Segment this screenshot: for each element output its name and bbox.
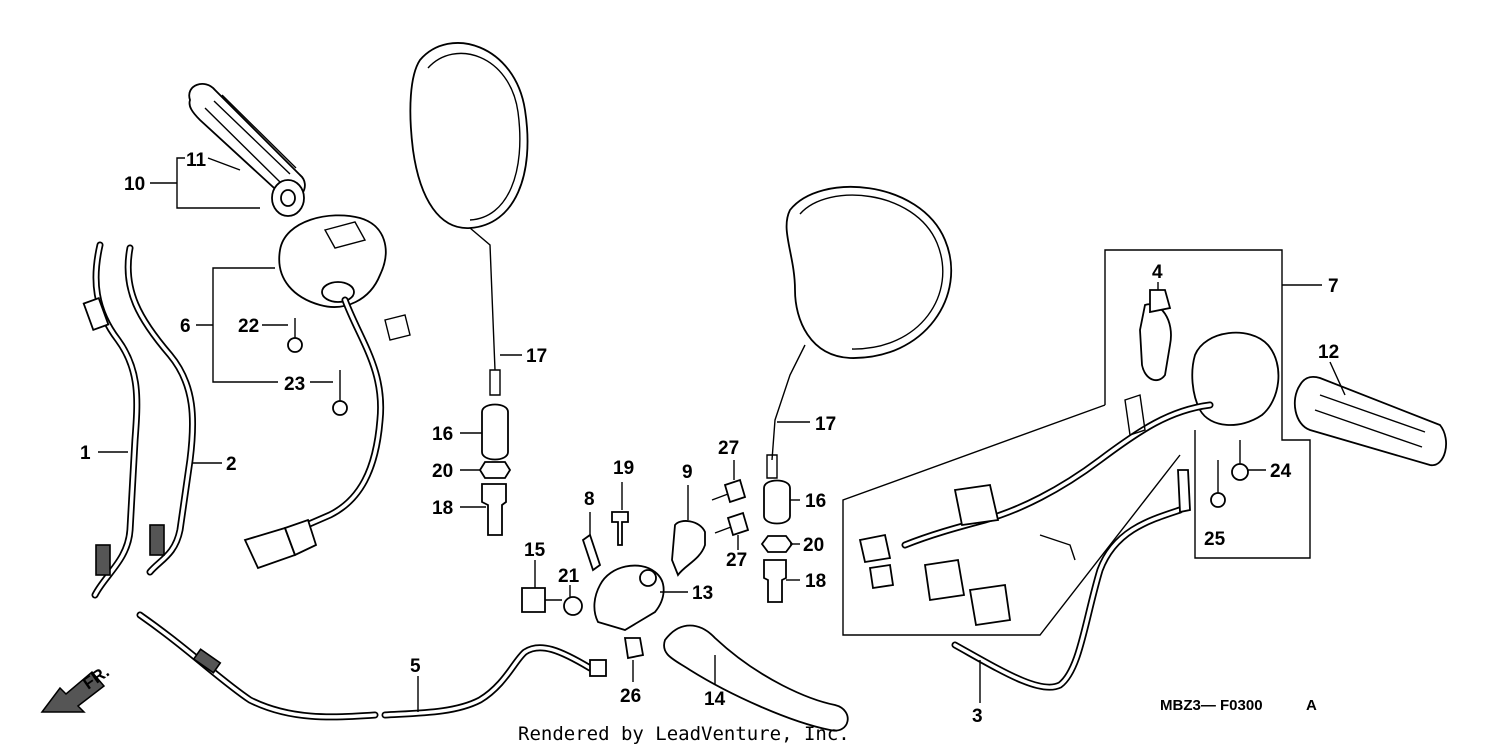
callout-15: 15 [524, 540, 546, 561]
callout-17-left: 17 [526, 346, 547, 367]
callout-2: 2 [226, 454, 237, 475]
clutch-lever-assembly-drawing [521, 478, 849, 732]
callout-6: 6 [180, 316, 191, 337]
callout-11: 11 [186, 150, 207, 171]
switch-cable-3-drawing [951, 469, 1191, 691]
callout-5: 5 [410, 656, 421, 677]
callout-23: 23 [284, 374, 305, 395]
callout-18-left: 18 [432, 498, 453, 519]
callout-25: 25 [1204, 529, 1226, 550]
callout-8: 8 [584, 489, 595, 510]
callout-21: 21 [558, 566, 580, 587]
diagram-code-suffix: A [1306, 697, 1317, 714]
screw-25-drawing [1210, 460, 1226, 508]
screw-22-drawing [287, 318, 303, 353]
callout-labels: 10 11 6 22 23 1 2 17 16 20 18 19 8 9 27 … [80, 150, 1339, 727]
callout-7: 7 [1328, 276, 1339, 297]
screw-24-drawing [1231, 440, 1249, 481]
callout-19: 19 [613, 458, 634, 479]
clutch-cable-drawing [136, 611, 607, 721]
callout-26: 26 [620, 686, 641, 707]
callout-18-right: 18 [805, 571, 826, 592]
callout-27-bottom: 27 [726, 550, 747, 571]
callout-13: 13 [692, 583, 713, 604]
callout-12: 12 [1318, 342, 1339, 363]
render-credit: Rendered by LeadVenture, Inc. [518, 723, 850, 745]
callout-14: 14 [704, 689, 726, 710]
diagram-code: MBZ3— F0300 [1160, 697, 1263, 714]
left-switch-housing-drawing [243, 214, 411, 570]
screw-23-drawing [332, 370, 348, 416]
callout-1: 1 [80, 443, 91, 464]
callout-20-right: 20 [803, 535, 824, 556]
callout-24: 24 [1270, 461, 1292, 482]
right-grip-drawing [1293, 375, 1447, 466]
callout-22: 22 [238, 316, 259, 337]
right-mirror-drawing [766, 185, 953, 479]
right-switch-group-frame [842, 249, 1311, 636]
callout-9: 9 [682, 462, 693, 483]
front-direction-arrow: FR. [40, 662, 113, 713]
callout-27-top: 27 [718, 438, 739, 459]
callout-3: 3 [972, 706, 983, 727]
leader-lines [98, 157, 1346, 712]
throttle-cable-2-drawing [124, 244, 197, 576]
throttle-grip-drawing [188, 83, 306, 217]
callout-10: 10 [124, 174, 145, 195]
callout-16-left: 16 [432, 424, 453, 445]
left-mirror-adapter-drawing [478, 403, 512, 536]
right-mirror-adapter-drawing [760, 479, 794, 603]
callout-20-left: 20 [432, 461, 453, 482]
callout-16-right: 16 [805, 491, 826, 512]
callout-4: 4 [1152, 262, 1163, 283]
throttle-cable-1-drawing [82, 241, 141, 599]
right-switch-housing-drawing [858, 289, 1280, 627]
callout-17-right: 17 [815, 414, 836, 435]
left-mirror-drawing [409, 42, 529, 396]
